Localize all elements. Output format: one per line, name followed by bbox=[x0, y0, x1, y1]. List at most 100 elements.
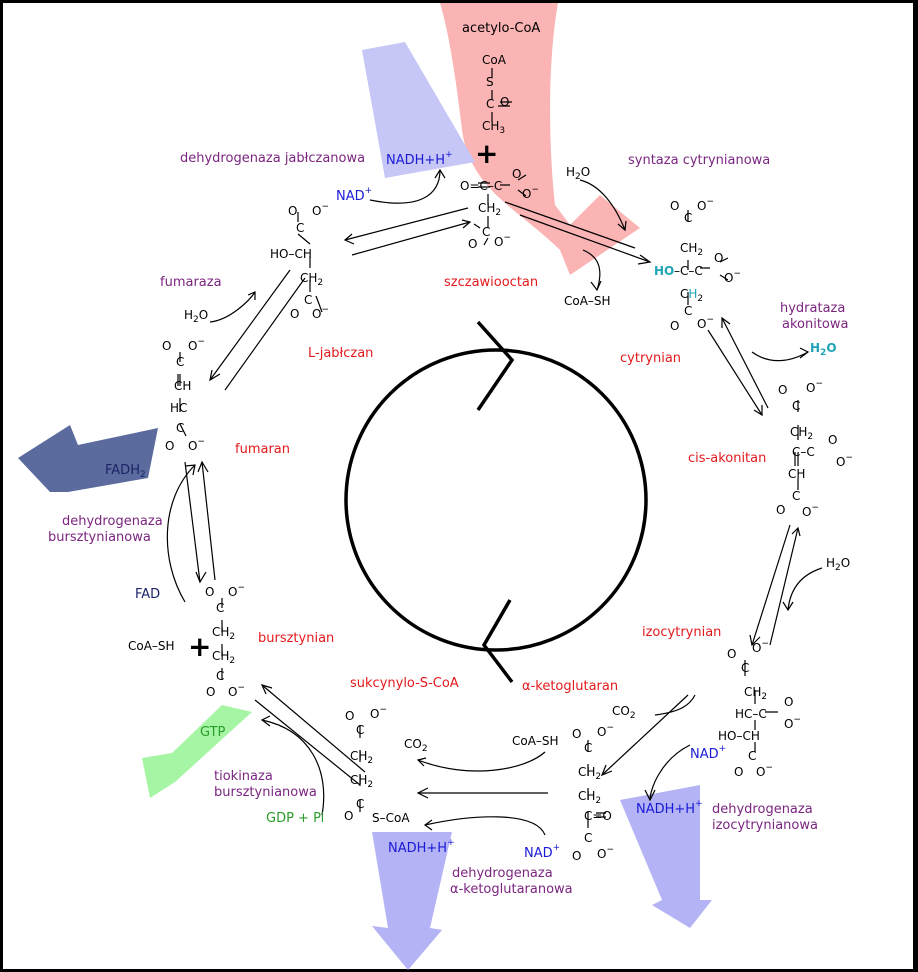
svg-text:C: C bbox=[216, 669, 224, 683]
nadh-output-arrow-malate bbox=[362, 42, 475, 178]
enzyme-dehydro-izo-1: dehydrogenaza bbox=[712, 802, 813, 817]
svg-text:HO–CH: HO–CH bbox=[718, 729, 760, 743]
svg-text:CH: CH bbox=[174, 379, 191, 393]
co2-akg: CO2 bbox=[404, 737, 428, 754]
svg-text:O: O bbox=[670, 199, 679, 213]
svg-text:CH2: CH2 bbox=[212, 625, 235, 642]
enzyme-fumaraza: fumaraza bbox=[160, 275, 222, 290]
compound-a-ketoglutaran: α-ketoglutaran bbox=[522, 679, 618, 694]
nad-label-akg: NAD+ bbox=[524, 843, 560, 861]
water-aconitase: H2O bbox=[810, 341, 837, 358]
svg-text:HC–C: HC–C bbox=[735, 707, 767, 721]
enzyme-labels: acetylo-CoA syntaza cytrynianowa dehydro… bbox=[48, 21, 849, 897]
svg-text:HO: HO bbox=[654, 264, 674, 278]
svg-text:O: O bbox=[468, 237, 477, 251]
nadh-label-isocitrate: NADH+H+ bbox=[636, 799, 703, 817]
svg-text:CH2: CH2 bbox=[300, 271, 323, 288]
svg-text:C: C bbox=[741, 661, 749, 675]
compound-fumaran: fumaran bbox=[235, 442, 290, 457]
svg-text:O: O bbox=[776, 503, 785, 517]
svg-text:O: O bbox=[670, 319, 679, 333]
svg-text:O: O bbox=[714, 251, 723, 265]
fad-label: FAD bbox=[135, 587, 160, 602]
svg-text:O: O bbox=[512, 167, 521, 181]
svg-text:C: C bbox=[792, 399, 800, 413]
enzyme-tiokinaza-1: tiokinaza bbox=[214, 769, 273, 784]
nadh-label-akg: NADH+H+ bbox=[388, 838, 455, 856]
enzyme-syntaza: syntaza cytrynianowa bbox=[628, 153, 770, 168]
svg-text:CH2: CH2 bbox=[680, 287, 703, 304]
svg-text:CoA: CoA bbox=[482, 53, 507, 67]
enzyme-dehydro-burszt-1: dehydrogenaza bbox=[62, 514, 163, 529]
enzyme-dehydro-izo-2: izocytrynianowa bbox=[712, 818, 818, 833]
enzyme-tiokinaza-2: bursztynianowa bbox=[214, 785, 317, 800]
nadh-output-arrow-akg bbox=[372, 832, 452, 970]
svg-text:C: C bbox=[296, 221, 304, 235]
enzyme-dehydro-akg-1: dehydrogenaza bbox=[452, 866, 553, 881]
enzyme-dehydro-burszt-2: bursztynianowa bbox=[48, 530, 151, 545]
compound-cytrynian: cytrynian bbox=[620, 351, 681, 366]
water-fumaraza: H2O bbox=[184, 308, 208, 325]
svg-text:CH2: CH2 bbox=[478, 201, 501, 218]
fadh2-label: FADH2 bbox=[105, 463, 146, 480]
enzyme-hydrataza-1: hydrataza bbox=[780, 301, 845, 316]
svg-text:CH2: CH2 bbox=[350, 749, 373, 766]
nad-label-isocitrate: NAD+ bbox=[690, 744, 726, 762]
svg-text:C: C bbox=[356, 723, 364, 737]
nadh-label-malate: NADH+H+ bbox=[386, 150, 453, 168]
cycle-circle bbox=[344, 348, 648, 652]
nadh-output-arrow-isocitrate bbox=[620, 785, 712, 928]
svg-text:C–C: C–C bbox=[792, 445, 815, 459]
svg-text:CH2: CH2 bbox=[212, 649, 235, 666]
svg-text:C: C bbox=[684, 211, 692, 225]
svg-text:O: O bbox=[162, 339, 171, 353]
svg-text:O: O bbox=[288, 204, 297, 218]
compound-bursztynian: bursztynian bbox=[258, 631, 334, 646]
svg-text:O: O bbox=[344, 809, 353, 823]
enzyme-hydrataza-2: akonitowa bbox=[782, 317, 849, 332]
svg-text:C: C bbox=[356, 797, 364, 811]
coash-akg: CoA–SH bbox=[512, 734, 559, 748]
svg-text:O: O bbox=[165, 439, 174, 453]
enzyme-dehydro-jablk: dehydrogenaza jabłczanowa bbox=[180, 151, 365, 166]
svg-text:O=C–C: O=C–C bbox=[460, 179, 502, 193]
svg-text:C: C bbox=[584, 831, 592, 845]
compound-szczawiooctan: szczawiooctan bbox=[444, 275, 538, 290]
svg-text:O: O bbox=[734, 765, 743, 779]
svg-text:C: C bbox=[176, 355, 184, 369]
svg-text:O: O bbox=[727, 647, 736, 661]
svg-text:O: O bbox=[206, 685, 215, 699]
svg-text:O: O bbox=[784, 695, 793, 709]
gtp-output-arrow bbox=[142, 705, 252, 798]
svg-text:C: C bbox=[176, 421, 184, 435]
svg-text:C=O: C=O bbox=[584, 809, 612, 823]
plus-sign-succinate: + bbox=[188, 630, 211, 663]
svg-text:CH2: CH2 bbox=[578, 789, 601, 806]
water-isocitrate: H2O bbox=[826, 556, 850, 573]
cycle-arrowhead-top bbox=[476, 320, 515, 411]
svg-text:O: O bbox=[500, 95, 509, 109]
fadh2-output-arrow bbox=[18, 425, 158, 492]
compound-names: szczawiooctan cytrynian cis-akonitan izo… bbox=[235, 275, 766, 694]
svg-text:C: C bbox=[684, 304, 692, 318]
svg-text:S: S bbox=[486, 75, 494, 89]
svg-text:O: O bbox=[572, 727, 581, 741]
coash-citrate: CoA–SH bbox=[564, 294, 611, 308]
acetyl-coa-input-arrow bbox=[440, 3, 640, 275]
svg-text:O: O bbox=[778, 383, 787, 397]
svg-text:O: O bbox=[345, 709, 354, 723]
svg-text:C: C bbox=[216, 601, 224, 615]
acetyl-coa-label: acetylo-CoA bbox=[462, 21, 540, 36]
compound-cis-akonitan: cis-akonitan bbox=[688, 451, 766, 466]
svg-text:CH2: CH2 bbox=[680, 241, 703, 258]
svg-text:CH2: CH2 bbox=[790, 425, 813, 442]
svg-text:CH3: CH3 bbox=[482, 119, 505, 136]
svg-text:O: O bbox=[828, 433, 837, 447]
compound-izocytrynian: izocytrynian bbox=[642, 625, 721, 640]
svg-text:–C–C: –C–C bbox=[674, 264, 703, 278]
svg-text:C: C bbox=[584, 741, 592, 755]
svg-text:HO–CH: HO–CH bbox=[270, 247, 312, 261]
gdp-label: GDP + Pi bbox=[266, 811, 324, 826]
co2-isocitrate: CO2 bbox=[612, 704, 636, 721]
